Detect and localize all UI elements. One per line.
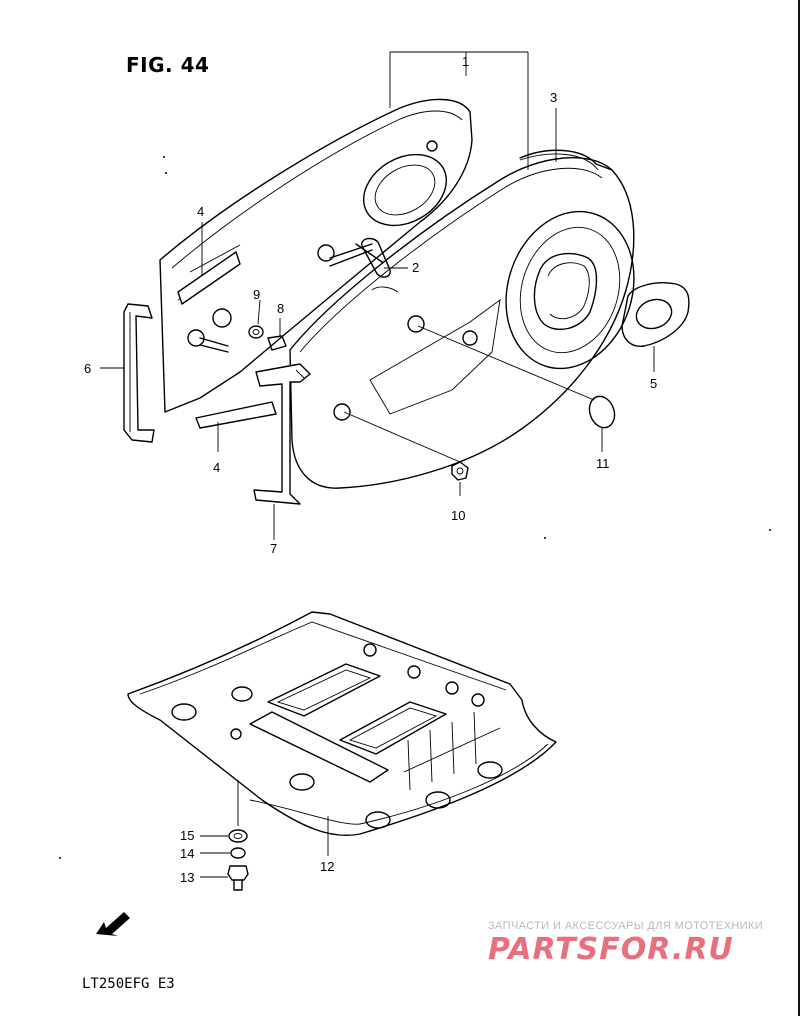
callout-2: 2 bbox=[412, 260, 419, 275]
fwd-arrow-icon bbox=[96, 912, 130, 936]
part-7-bracket bbox=[253, 363, 311, 505]
model-code: LT250EFG E3 bbox=[82, 976, 175, 992]
inspection-window bbox=[533, 252, 598, 331]
callout-12: 12 bbox=[320, 859, 334, 874]
figure-title: FIG. 44 bbox=[126, 53, 210, 77]
scan-specks bbox=[59, 156, 771, 859]
watermark-tagline: ЗАПЧАСТИ И АКСЕССУАРЫ ДЛЯ МОТОТЕХНИКИ bbox=[488, 920, 764, 932]
right-border bbox=[798, 0, 800, 1016]
callout-11: 11 bbox=[596, 456, 610, 471]
callout-8: 8 bbox=[277, 301, 284, 316]
callout-labels: 1 2 3 4 4 5 6 7 8 9 10 11 12 13 14 15 bbox=[84, 54, 657, 885]
fasteners bbox=[248, 282, 690, 481]
inner-case bbox=[159, 98, 473, 413]
callout-10: 10 bbox=[451, 508, 465, 523]
callout-14: 14 bbox=[180, 846, 194, 861]
callout-7: 7 bbox=[270, 541, 277, 556]
watermark-logo: PARTSFOR.RU bbox=[488, 932, 734, 967]
part-2-clip bbox=[355, 237, 391, 278]
skid-plate bbox=[127, 611, 557, 837]
callout-1: 1 bbox=[462, 54, 469, 69]
callout-15: 15 bbox=[180, 828, 194, 843]
callout-4-lower: 4 bbox=[213, 460, 220, 475]
outer-cover bbox=[289, 156, 635, 489]
callout-5: 5 bbox=[650, 376, 657, 391]
callout-4-upper: 4 bbox=[197, 204, 204, 219]
callout-6: 6 bbox=[84, 361, 91, 376]
callout-9: 9 bbox=[253, 287, 260, 302]
part-4-strips bbox=[177, 251, 277, 429]
callout-13: 13 bbox=[180, 870, 194, 885]
skid-plate-fasteners bbox=[227, 829, 249, 891]
chain-case-assembly bbox=[159, 98, 635, 489]
part-6-bracket bbox=[123, 303, 155, 443]
leader-lines bbox=[100, 51, 655, 878]
callout-3: 3 bbox=[550, 90, 557, 105]
